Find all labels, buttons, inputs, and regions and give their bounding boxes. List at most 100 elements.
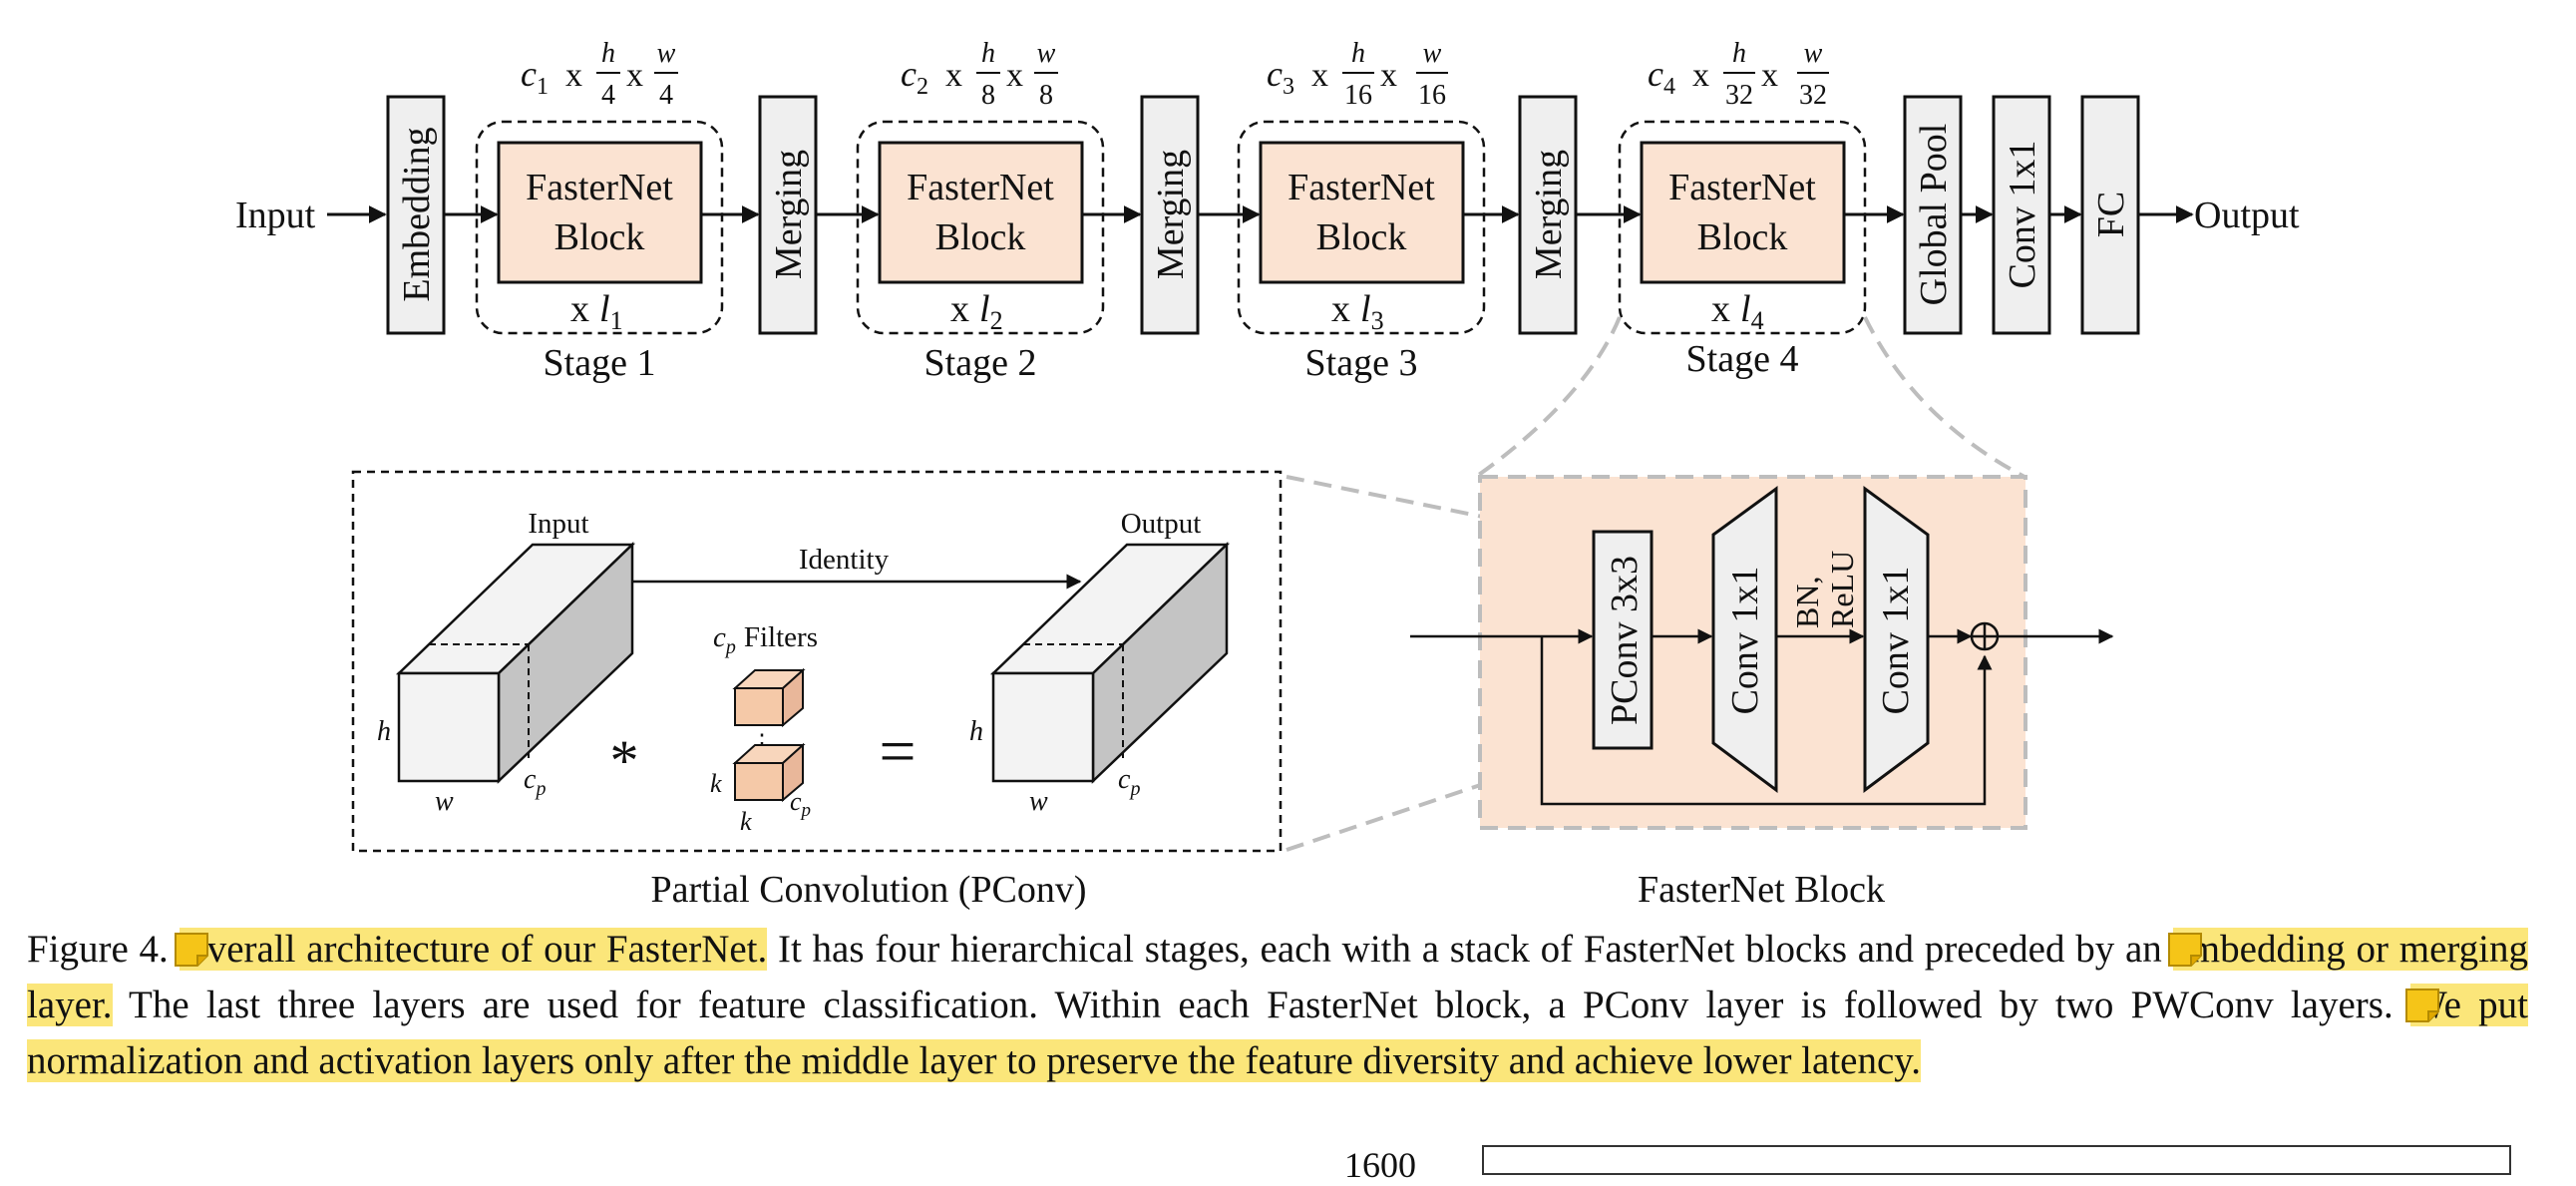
svg-text:x: x — [945, 57, 962, 94]
output-h-label: h — [969, 716, 983, 747]
merging-layer-3 — [1518, 95, 1578, 335]
pconv-output-label: Output — [1121, 508, 1202, 540]
svg-text:c4: c4 — [1648, 54, 1675, 100]
block-caption: FasterNet Block — [1638, 869, 1885, 911]
stage-2-label: Stage 2 — [924, 342, 1037, 384]
stage-4-label: Stage 4 — [1686, 338, 1799, 380]
pconv-dashed-frame — [351, 470, 1283, 853]
embedding-label: Embedding — [396, 127, 438, 301]
stage-1-label: Stage 1 — [544, 342, 656, 384]
global-pool-layer — [1903, 95, 1963, 335]
svg-text:x: x — [626, 57, 643, 94]
svg-text:w: w — [1804, 38, 1823, 69]
stage-4-block — [1640, 141, 1846, 284]
filter-k-left: k — [710, 769, 722, 798]
merging-label-1: Merging — [768, 150, 810, 279]
svg-text:c1: c1 — [521, 54, 549, 100]
svg-text:32: 32 — [1799, 80, 1827, 111]
stage-4-dashed-box — [1618, 120, 1867, 335]
relu-label: ReLU — [1824, 551, 1860, 628]
svg-text:x: x — [1761, 57, 1778, 94]
conv1x1-expand-layer — [1711, 486, 1778, 793]
merging-label-2: Merging — [1150, 150, 1192, 279]
pconv-input-label: Input — [528, 508, 588, 540]
svg-text:16: 16 — [1418, 80, 1446, 111]
highlight-1[interactable]: Overall architecture of our FasterNet. — [179, 928, 768, 971]
svg-text:w: w — [1423, 38, 1442, 69]
input-label: Input — [235, 195, 316, 236]
output-cp-label: cp — [1118, 764, 1140, 800]
merging-layer-1 — [758, 95, 818, 335]
stage-2-block-line1: FasterNet — [907, 167, 1054, 208]
svg-text:x: x — [1311, 57, 1328, 94]
svg-text:x: x — [1692, 57, 1709, 94]
merging-layer-2 — [1140, 95, 1200, 335]
sticky-note-icon[interactable] — [2167, 932, 2207, 972]
filter-top — [732, 667, 806, 728]
output-tensor — [989, 542, 1231, 784]
output-w-label: w — [1029, 786, 1048, 817]
stage-4-block-line1: FasterNet — [1668, 167, 1816, 208]
bn-label: BN, — [1789, 577, 1825, 628]
fasternet-block-panel: PConv 3x3 Conv 1x1 BN, ReLU Conv 1x1 Fas… — [1410, 475, 2114, 911]
stage-1-dashed-box — [475, 120, 724, 335]
stage-3-block — [1259, 141, 1465, 284]
svg-text:w: w — [1037, 38, 1056, 69]
global-pool-label: Global Pool — [1913, 124, 1955, 306]
stage-2-dashed-box — [856, 120, 1105, 335]
svg-text:x: x — [565, 57, 582, 94]
fc-layer — [2080, 95, 2140, 335]
stage-1-dims: c1 x h 4 x w 4 — [521, 38, 678, 111]
stage-4-dims: c4 x h 32 x w 32 — [1648, 38, 1829, 111]
svg-text:32: 32 — [1725, 80, 1753, 111]
caption-prefix: Figure 4. — [27, 928, 180, 971]
pconv-caption: Partial Convolution (PConv) — [651, 869, 1087, 911]
stage-3-dims: c3 x h 16 x w 16 — [1267, 38, 1448, 111]
svg-text:h: h — [1351, 38, 1365, 69]
stage-1-block-line2: Block — [554, 216, 645, 258]
svg-text:h: h — [601, 38, 615, 69]
filter-bottom — [732, 742, 806, 803]
filter-cp-label: cp — [790, 787, 811, 821]
conv1x1-reduce-layer — [1863, 486, 1930, 793]
svg-text:4: 4 — [601, 80, 615, 111]
conv1x1-expand-label: Conv 1x1 — [1724, 567, 1766, 715]
caption-text-1: It has four hierarchical stages, each wi… — [767, 928, 2173, 971]
input-cp-label: cp — [524, 764, 546, 800]
conv1x1-label: Conv 1x1 — [2002, 141, 2043, 289]
stage-3-label: Stage 3 — [1305, 342, 1418, 384]
merging-label-3: Merging — [1528, 150, 1570, 279]
stage-2-block-line2: Block — [935, 216, 1026, 258]
next-chart-frame — [1482, 1145, 2511, 1175]
stage-3-dashed-box — [1237, 120, 1486, 335]
add-operator-icon — [1970, 621, 2000, 651]
conv1x1-reduce-label: Conv 1x1 — [1875, 567, 1917, 715]
svg-text:w: w — [657, 38, 676, 69]
stage-2-dims: c2 x h 8 x w 8 — [901, 38, 1058, 111]
caption-text-2: The last three layers are used for featu… — [112, 984, 2410, 1026]
output-label: Output — [2194, 195, 2300, 236]
svg-text:x: x — [1006, 57, 1023, 94]
svg-text:x: x — [1380, 57, 1397, 94]
identity-label: Identity — [799, 544, 890, 576]
svg-text:h: h — [1732, 38, 1746, 69]
input-h-label: h — [377, 716, 391, 747]
fc-label: FC — [2090, 192, 2132, 237]
stage-3-block-line1: FasterNet — [1288, 167, 1435, 208]
filter-k-bottom: k — [740, 807, 752, 836]
sticky-note-icon[interactable] — [174, 932, 213, 972]
embedding-layer — [386, 95, 446, 335]
input-w-label: w — [435, 786, 454, 817]
svg-text:4: 4 — [659, 80, 673, 111]
svg-text:c3: c3 — [1267, 54, 1294, 100]
svg-text:h: h — [981, 38, 995, 69]
y-axis-tick-label: 1600 — [1344, 1145, 1416, 1185]
sticky-note-icon[interactable] — [2404, 988, 2444, 1027]
